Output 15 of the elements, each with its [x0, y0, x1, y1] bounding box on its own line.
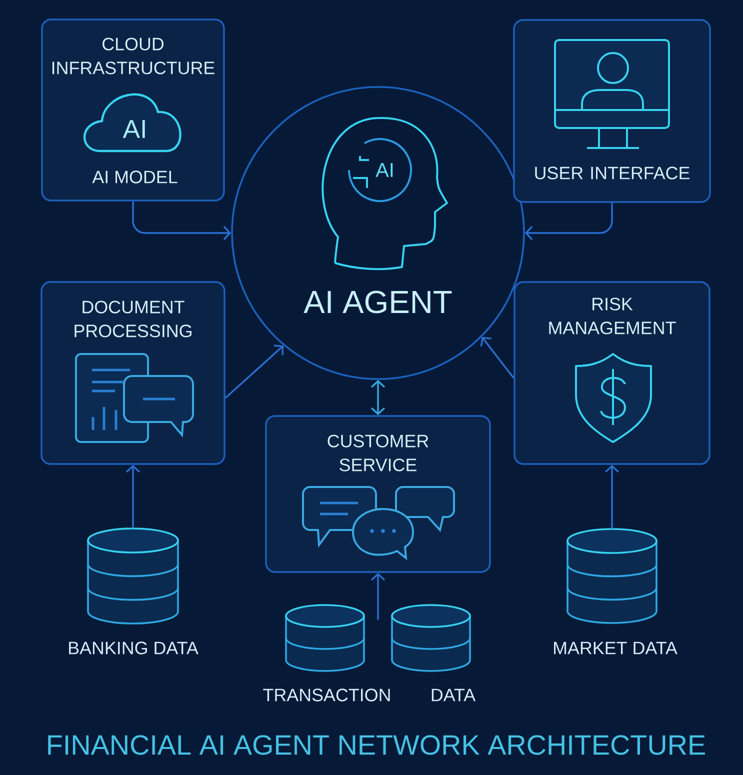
database-label: MARKET DATA	[554, 642, 678, 654]
node-label: AI MODEL	[92, 170, 178, 184]
arrow	[524, 202, 613, 240]
arrow	[126, 464, 140, 528]
arrow	[132, 201, 232, 240]
arrow	[370, 572, 386, 620]
arrow	[604, 464, 620, 529]
database-label: DATA	[432, 688, 476, 702]
arrow	[480, 336, 514, 379]
head-outline: AI	[322, 117, 448, 270]
arrow	[224, 344, 284, 399]
database-label: BANKING DATA	[69, 642, 198, 654]
database-label: TRANSACTION	[263, 688, 390, 702]
diagram-title: FINANCIAL AI AGENT NETWORK ARCHITECTURE	[48, 735, 705, 755]
arrow	[370, 380, 386, 416]
